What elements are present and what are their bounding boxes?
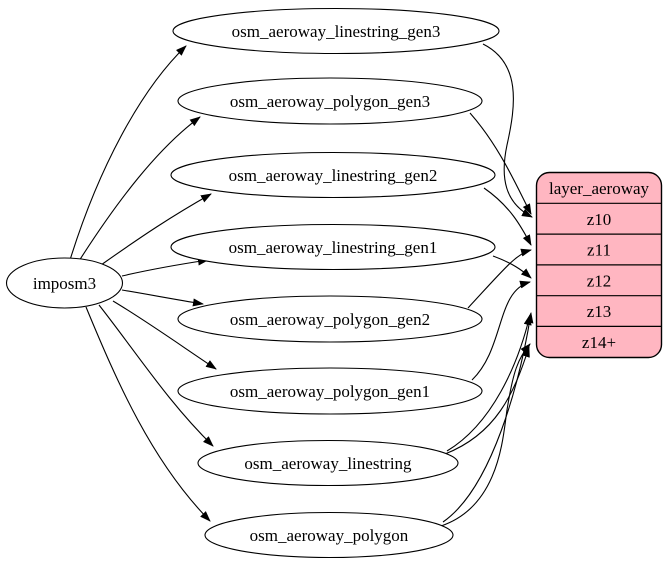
edge-osm-aeroway-linestring-gen2-z11	[483, 187, 532, 246]
edge-osm-aeroway-polygon-z14	[440, 343, 531, 527]
table-label: osm_aeroway_polygon	[250, 526, 409, 545]
table-label: osm_aeroway_linestring_gen3	[232, 22, 441, 41]
table-ellipse	[197, 439, 459, 487]
layer-title: layer_aeroway	[549, 179, 650, 198]
edge-osm-aeroway-polygon-gen3-z10	[469, 112, 532, 215]
node-osm-aeroway-linestring-gen3: osm_aeroway_linestring_gen3	[172, 7, 500, 55]
node-imposm3: imposm3	[5, 257, 124, 309]
edge-osm-aeroway-linestring-gen3-z10	[482, 43, 533, 218]
edge-imposm3-osm-aeroway-polygon-gen3	[78, 116, 201, 262]
edge-imposm3-osm-aeroway-polygon-gen2	[121, 289, 204, 307]
imposm3-label: imposm3	[33, 274, 96, 293]
node-osm-aeroway-polygon: osm_aeroway_polygon	[204, 511, 454, 559]
edge-imposm3-osm-aeroway-linestring	[98, 304, 214, 447]
edge-imposm3-osm-aeroway-polygon-gen1	[112, 300, 217, 370]
edge-imposm3-osm-aeroway-linestring-gen3	[69, 45, 187, 261]
table-ellipse	[170, 223, 496, 271]
edge-layer	[69, 43, 534, 527]
edge-imposm3-osm-aeroway-linestring-gen2	[100, 193, 212, 266]
layer-row-z14plus: z14+	[582, 333, 616, 352]
table-ellipse	[177, 77, 483, 125]
node-osm-aeroway-polygon-gen2: osm_aeroway_polygon_gen2	[177, 295, 483, 343]
layer-row-z13: z13	[587, 302, 612, 321]
edge-osm-aeroway-polygon-z13	[442, 312, 534, 523]
table-ellipse	[177, 367, 483, 415]
edge-osm-aeroway-linestring-z13	[446, 314, 532, 452]
node-layer-aeroway: layer_aeroway z10 z11 z12 z13 z14+	[535, 171, 663, 359]
node-osm-aeroway-polygon-gen1: osm_aeroway_polygon_gen1	[177, 367, 483, 415]
layer-row-z11: z11	[587, 241, 611, 260]
edge-osm-aeroway-linestring-z14	[444, 346, 530, 455]
table-ellipse	[172, 7, 500, 55]
edge-osm-aeroway-linestring-gen1-z12	[492, 255, 532, 279]
table-ellipse	[177, 295, 483, 343]
layer-row-z12: z12	[587, 272, 612, 291]
table-label: osm_aeroway_polygon_gen1	[230, 382, 430, 401]
node-osm-aeroway-linestring-gen1: osm_aeroway_linestring_gen1	[170, 223, 496, 271]
imposm3-ellipse	[5, 257, 124, 309]
table-label: osm_aeroway_linestring_gen1	[229, 238, 438, 257]
node-osm-aeroway-linestring: osm_aeroway_linestring	[197, 439, 459, 487]
table-label: osm_aeroway_polygon_gen2	[230, 310, 430, 329]
table-ellipse	[204, 511, 454, 559]
layer-row-z10: z10	[587, 210, 612, 229]
edge-imposm3-osm-aeroway-linestring-gen1	[121, 257, 209, 277]
edge-osm-aeroway-polygon-gen1-z12	[471, 280, 531, 381]
node-osm-aeroway-polygon-gen3: osm_aeroway_polygon_gen3	[177, 77, 483, 125]
edge-imposm3-osm-aeroway-polygon	[85, 306, 211, 522]
table-label: osm_aeroway_polygon_gen3	[230, 92, 430, 111]
edge-osm-aeroway-polygon-gen2-z11	[467, 248, 532, 309]
table-ellipse	[170, 151, 496, 199]
table-label: osm_aeroway_linestring_gen2	[229, 166, 438, 185]
table-label: osm_aeroway_linestring	[244, 454, 412, 473]
node-osm-aeroway-linestring-gen2: osm_aeroway_linestring_gen2	[170, 151, 496, 199]
